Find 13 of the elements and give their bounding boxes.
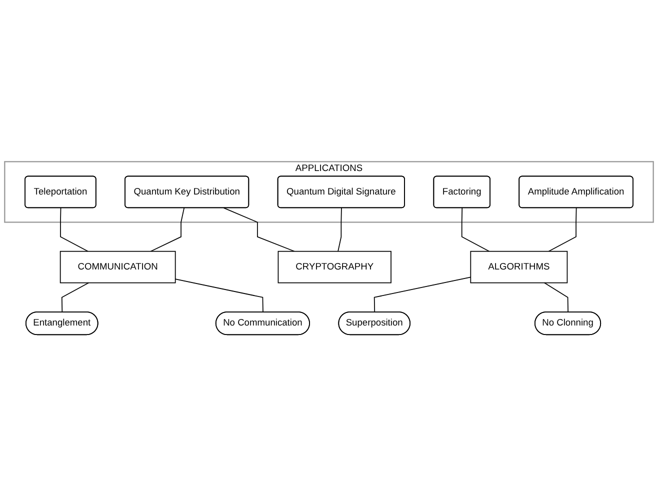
node-box: CRYPTOGRAPHY <box>278 251 392 284</box>
connector <box>60 208 88 252</box>
connector <box>223 208 295 252</box>
connector <box>548 208 577 252</box>
node-box: ALGORITHMS <box>470 251 568 284</box>
connector <box>461 208 490 252</box>
node-box: COMMUNICATION <box>60 251 176 284</box>
connector <box>338 208 342 252</box>
connector <box>374 277 472 313</box>
connector <box>544 282 568 313</box>
connector <box>61 282 90 313</box>
connector <box>150 208 185 252</box>
connector <box>174 279 264 313</box>
